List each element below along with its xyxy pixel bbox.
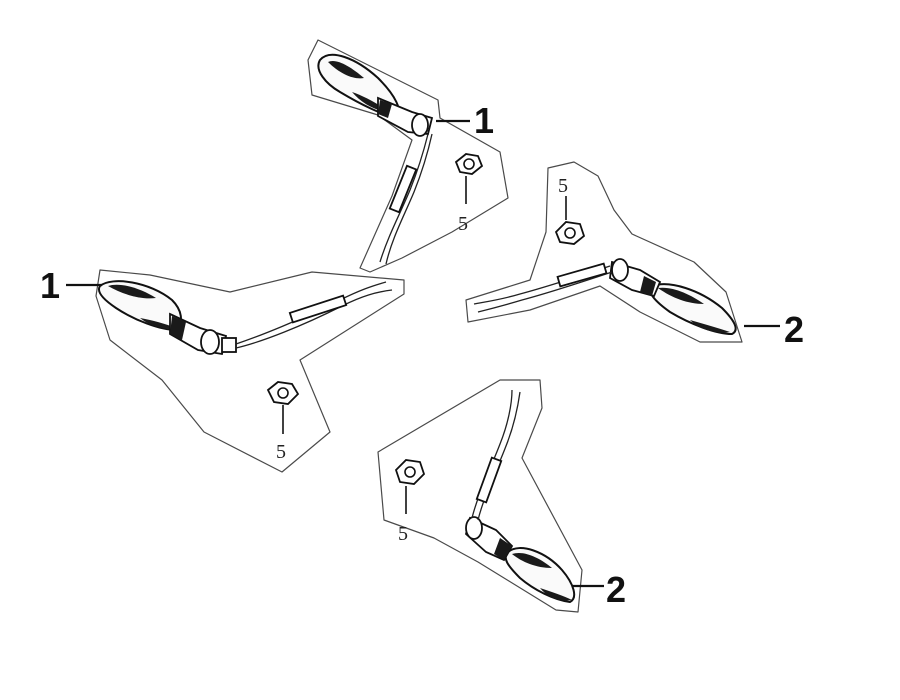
hex-nut-icon <box>554 221 586 245</box>
group-outline-left <box>95 269 405 473</box>
callout-part-5-left: 5 <box>276 441 286 463</box>
callout-part-5-top: 5 <box>458 213 468 235</box>
hex-nut-icon <box>394 459 426 485</box>
turn-signal-icon <box>317 53 434 265</box>
group-outline-bottom <box>377 379 583 613</box>
group-outline-right <box>465 161 743 343</box>
hex-nut-icon <box>454 153 484 175</box>
hex-nut-icon <box>266 381 300 405</box>
assembly-group-bottom: 2 5 <box>377 379 626 613</box>
callout-part-5-right: 5 <box>558 175 568 197</box>
assembly-group-left: 1 5 <box>40 265 405 473</box>
callout-part-5-bottom: 5 <box>398 523 408 545</box>
callout-part-1-left: 1 <box>40 265 60 306</box>
turn-signal-icon <box>473 258 737 336</box>
turn-signal-icon <box>464 389 576 604</box>
callout-part-1-top: 1 <box>474 100 494 141</box>
turn-signal-icon <box>98 280 393 356</box>
assembly-group-right: 2 5 <box>465 161 804 350</box>
callout-part-2-bottom: 2 <box>606 569 626 610</box>
callout-part-2-right: 2 <box>784 309 804 350</box>
assembly-group-top: 1 5 <box>307 39 509 273</box>
group-outline-top <box>307 39 509 273</box>
